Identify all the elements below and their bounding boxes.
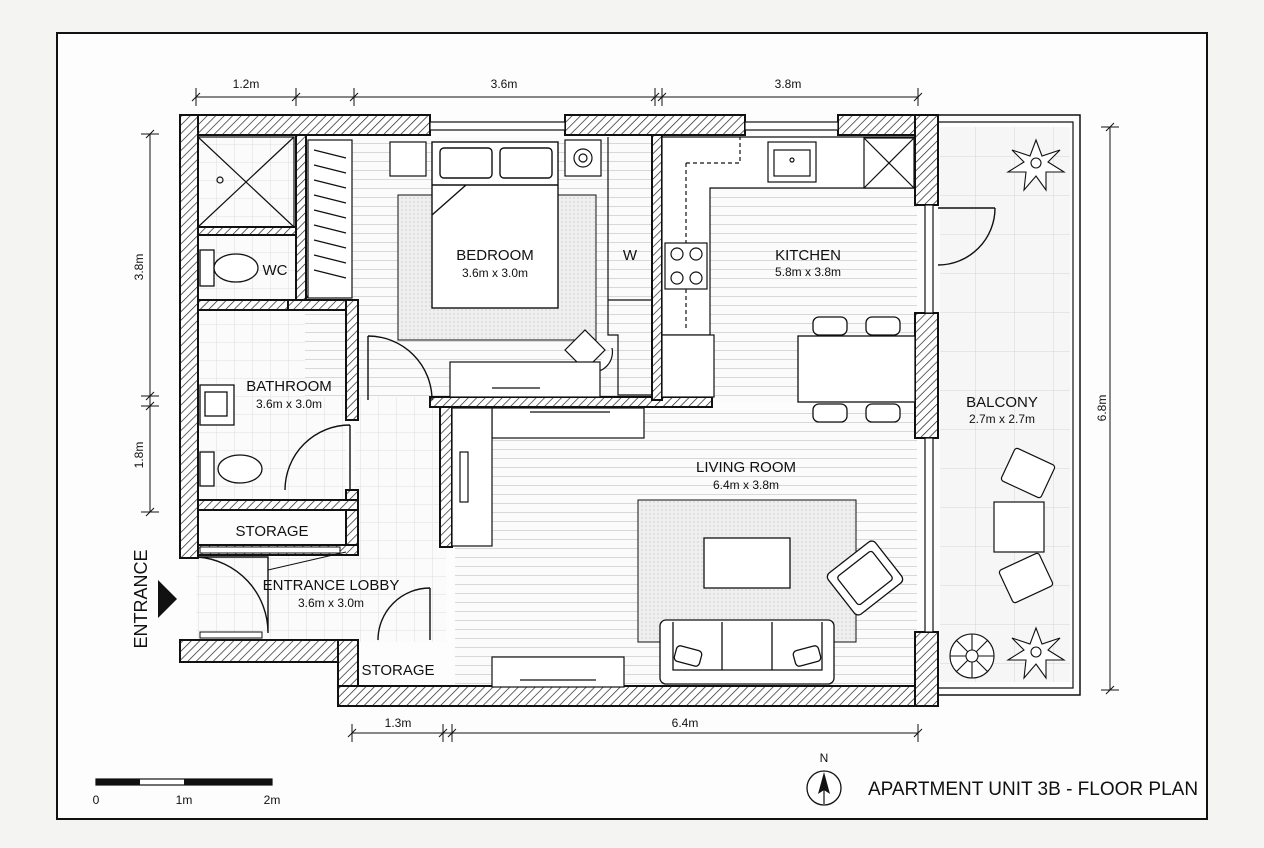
sofa [659,619,835,685]
dimension-labels: 1.2m 3.6m 3.8m 1.3m 6.4m 3.8m 1.8m 6.8m [132,77,1109,730]
scale-label-1m: 1m [176,793,193,807]
fridge [863,137,915,189]
plant-icon [1006,138,1066,192]
entrance-lobby-size: 3.6m x 3.0m [298,596,364,610]
room-labels: BEDROOM 3.6m x 3.0m W KITCHEN 5.8m x 3.8… [235,247,1037,679]
living-cabinet [491,407,645,439]
storage-leader [267,551,347,571]
windows [429,121,934,633]
bedroom-dresser [449,361,601,398]
wc-label: WC [263,262,288,279]
balcony-table [993,447,1056,604]
bed [431,141,559,309]
coffee-table [703,537,791,589]
kitchen-sink [767,141,817,183]
toilet-bathroom [199,451,263,487]
bathroom-sink [199,384,235,426]
balcony-railing [935,114,1081,696]
entrance-arrow-icon [158,580,177,618]
north-label: N [820,751,829,765]
entrance-lobby-label: ENTRANCE LOBBY [263,577,400,594]
bathroom-size: 3.6m x 3.0m [256,397,322,411]
scale-label-0: 0 [93,793,100,807]
wardrobe-label: W [623,247,638,264]
scale-label-2m: 2m [264,793,281,807]
dim-top-2: 3.6m [491,77,518,91]
entrance-marker: ENTRANCE [131,549,177,649]
nightstand-left [389,141,427,177]
balcony-label: BALCONY [966,394,1038,411]
dim-left-2: 1.8m [132,442,146,469]
living-room-label: LIVING ROOM [696,459,796,476]
toilet-wc [199,249,259,287]
tv-console [491,656,625,688]
north-arrow-icon: N [806,751,842,806]
storage-label-2: STORAGE [361,662,434,679]
dimension-lines [141,88,1119,742]
bedroom-desk [607,137,652,396]
storage-label: STORAGE [235,523,308,540]
dim-bottom-2: 6.4m [672,716,699,730]
bathroom-label: BATHROOM [246,378,332,395]
bedroom-label: BEDROOM [456,247,534,264]
plant-icon [949,633,995,679]
balcony-size: 2.7m x 2.7m [969,412,1035,426]
dim-top-1: 1.2m [233,77,260,91]
bedroom-closet [307,139,353,299]
kitchen-island [661,334,715,398]
kitchen-label: KITCHEN [775,247,841,264]
nightstand-lamp [564,139,602,177]
entry-closet [451,407,493,547]
kitchen-size: 5.8m x 3.8m [775,265,841,279]
armchair [826,540,904,616]
living-room-size: 6.4m x 3.8m [713,478,779,492]
dim-bottom-1: 1.3m [385,716,412,730]
lobby-bench [199,546,341,639]
dining-table [797,316,916,423]
dim-top-3: 3.8m [775,77,802,91]
cooktop [664,242,708,290]
scale-bar: 0 1m 2m [93,778,281,807]
doors [197,207,996,641]
plant-icon [1006,626,1066,680]
dim-right: 6.8m [1095,395,1109,422]
plan-title: APARTMENT UNIT 3B - FLOOR PLAN [868,779,1198,800]
entrance-label: ENTRANCE [131,549,151,648]
dim-left-1: 3.8m [132,254,146,281]
shower [197,136,295,228]
bedroom-size: 3.6m x 3.0m [462,266,528,280]
